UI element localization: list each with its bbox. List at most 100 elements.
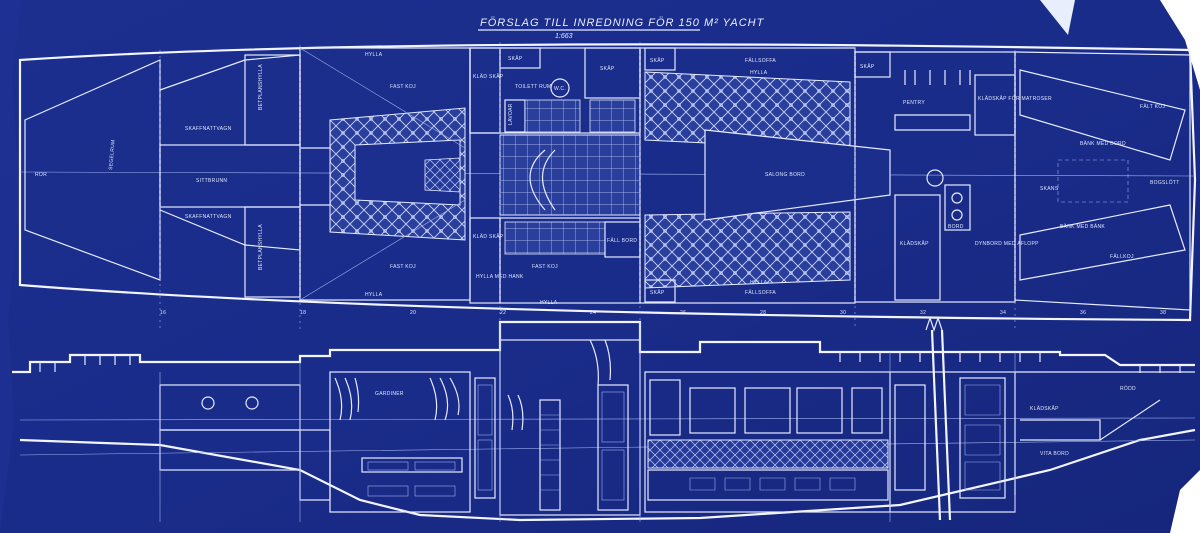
aft-cabin-profile bbox=[329, 371, 471, 513]
label-hylla-top-3: HYLLA bbox=[750, 70, 768, 76]
companion-ladder bbox=[539, 399, 561, 511]
label-skap-1: SKÅP bbox=[508, 55, 523, 62]
skans-bunk-top bbox=[1019, 69, 1186, 161]
label-fast-koj-bottom: FAST KOJ bbox=[390, 264, 416, 270]
label-skap-2: SKÅP bbox=[600, 65, 615, 72]
salon-settee-back bbox=[647, 439, 889, 469]
frame-numbers: 16 18 20 22 24 26 28 30 32 34 36 38 bbox=[160, 310, 1166, 316]
label-betplanshylla-bottom: BETPLANSHYLLA bbox=[258, 224, 264, 270]
label-sittbrunn: SITTBRUNN bbox=[196, 178, 227, 184]
profile-view: GARDINER bbox=[12, 316, 1196, 522]
skap-tiles bbox=[589, 99, 636, 133]
fore-panel-2 bbox=[959, 377, 1006, 499]
label-skap-4: SKÅP bbox=[650, 289, 665, 296]
construction-lines bbox=[159, 42, 1016, 330]
companionway bbox=[499, 134, 641, 216]
label-skap-3: SKÅP bbox=[650, 57, 665, 64]
label-skans: SKANS bbox=[1040, 186, 1059, 192]
salon-skap-top bbox=[644, 47, 676, 71]
frame-number: 22 bbox=[500, 310, 506, 316]
deck-ticks bbox=[39, 352, 1181, 373]
stove-2 bbox=[951, 209, 963, 221]
wc-bowl bbox=[550, 78, 570, 98]
skap-top-1 bbox=[499, 47, 541, 69]
aft-drawer-2 bbox=[414, 461, 456, 471]
frame-number: 18 bbox=[300, 310, 306, 316]
label-pentry-bord: BORD bbox=[948, 224, 964, 230]
label-hylla-bottom-3: HYLLA bbox=[750, 280, 768, 286]
fore-panel-1 bbox=[894, 384, 926, 491]
label-skap-5: SKÅP bbox=[860, 63, 875, 70]
plan-view: SEGELRUM SITTBRUNN SKAFFNATTVAGN SKAFFNA… bbox=[18, 43, 1197, 322]
label-pentry: PENTRY bbox=[903, 100, 925, 106]
label-falt-koj: FÄLT KOJ bbox=[1140, 103, 1165, 110]
companion-door-panel bbox=[601, 391, 625, 443]
mid-bottom-bunk bbox=[504, 221, 606, 255]
aft-cabin bbox=[299, 47, 471, 301]
salon-settee-drawers bbox=[689, 477, 856, 491]
frame-number: 16 bbox=[160, 310, 166, 316]
label-ror: ROR bbox=[35, 172, 47, 178]
skap-right bbox=[854, 51, 891, 78]
label-kladskap-right: KLÄDSKÅP bbox=[1030, 405, 1059, 412]
companion-curtains bbox=[507, 339, 612, 431]
label-fast-koj-top: FAST KOJ bbox=[390, 84, 416, 90]
salon-panel-3 bbox=[744, 387, 791, 434]
salon-panel-2 bbox=[689, 387, 736, 434]
fore-panel-2-inner bbox=[964, 384, 1001, 491]
frame-number: 34 bbox=[1000, 310, 1006, 316]
curtain-right bbox=[429, 377, 460, 421]
label-fallsoffa-bottom: FÄLLSOFFA bbox=[745, 289, 776, 296]
mast-profile bbox=[930, 329, 952, 521]
drawing-scale: 1:663 bbox=[555, 33, 573, 40]
torn-edge-left bbox=[0, 0, 22, 533]
aft-cabin-table-top bbox=[424, 157, 461, 193]
porthole-1 bbox=[201, 396, 215, 410]
label-salong-bord: SALONG BORD bbox=[765, 172, 805, 178]
label-segelrum: SEGELRUM bbox=[108, 139, 117, 170]
label-bank-med-bord: BÄNK MED BORD bbox=[1080, 140, 1126, 147]
aft-cabin-diag-2 bbox=[299, 199, 466, 301]
skans-table bbox=[1057, 159, 1129, 203]
salon-skap-bottom bbox=[644, 279, 676, 303]
companion-ladder-rungs bbox=[540, 414, 560, 491]
salon-floor-bottom bbox=[644, 211, 851, 289]
label-klad-skap-top: KLÄD SKÅP bbox=[473, 73, 504, 80]
label-rodd: RÖDD bbox=[1120, 385, 1136, 392]
aft-drawer-1 bbox=[367, 461, 409, 471]
label-betplanshylla-top: BETPLANSHYLLA bbox=[258, 64, 264, 110]
salon-panel-1 bbox=[649, 379, 681, 436]
pentry-bord bbox=[944, 184, 971, 231]
torn-corner-fold bbox=[1040, 0, 1075, 35]
pentry-counter bbox=[894, 114, 971, 131]
salon-panel-4 bbox=[796, 387, 843, 434]
aft-cabin-diag-1 bbox=[299, 47, 466, 149]
frame-number: 28 bbox=[760, 310, 766, 316]
toilet-floor bbox=[524, 99, 581, 133]
torn-corner-bottom-right bbox=[1170, 470, 1200, 533]
label-bogslott: BOGSLÖTT bbox=[1150, 179, 1180, 186]
label-toilett-rum: TOILETT RUM bbox=[515, 84, 551, 90]
torn-corner-top-right bbox=[1160, 0, 1200, 90]
bow-shelf bbox=[1020, 419, 1101, 441]
waterline bbox=[19, 439, 1196, 456]
salon-table bbox=[704, 129, 891, 221]
mast bbox=[926, 169, 944, 187]
curtain-left bbox=[334, 377, 360, 421]
aft-locker-panel-2 bbox=[477, 439, 493, 491]
skans-bunk-bottom bbox=[1019, 204, 1186, 281]
profile-frame-lines bbox=[159, 322, 1016, 522]
aft-locker-panel bbox=[477, 384, 493, 436]
frame-number: 24 bbox=[590, 310, 596, 316]
aft-bunk-front bbox=[361, 457, 463, 473]
label-skaffnattvagn-bottom: SKAFFNATTVAGN bbox=[185, 214, 232, 220]
frame-number: 20 bbox=[410, 310, 416, 316]
label-fallsoffa-top: FÄLLSOFFA bbox=[745, 57, 776, 64]
label-dyn-bord: DYNBORD MED AFLOPP bbox=[975, 241, 1039, 247]
aft-drawer-3 bbox=[367, 485, 409, 497]
label-hylla-top: HYLLA bbox=[365, 52, 383, 58]
label-fallkoj: FÄLLKOJ bbox=[1110, 253, 1134, 260]
frame-number: 36 bbox=[1080, 310, 1086, 316]
companion-door-panel-2 bbox=[601, 449, 625, 501]
